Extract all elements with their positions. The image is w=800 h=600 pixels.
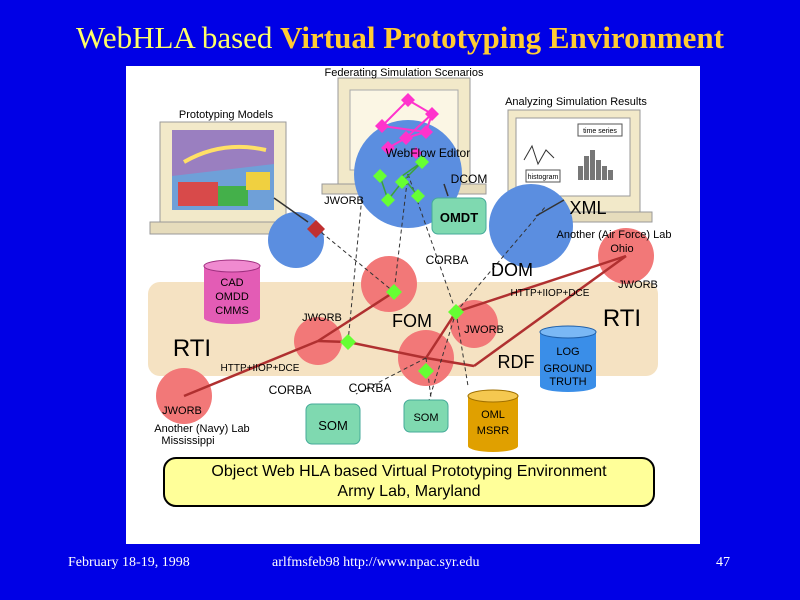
http-right-label: HTTP+IIOP+DCE bbox=[511, 288, 590, 299]
title-prefix: WebHLA based bbox=[76, 20, 273, 55]
link-markers bbox=[340, 284, 464, 379]
prototyping-monitor bbox=[149, 121, 307, 235]
navy-lab-label: Another (Navy) Lab bbox=[154, 423, 249, 435]
log-label-1: LOG bbox=[556, 346, 579, 358]
som-box-mid bbox=[403, 399, 449, 433]
footer-center: arlfmsfeb98 http://www.npac.syr.edu bbox=[272, 555, 480, 570]
corba-center-label: CORBA bbox=[349, 381, 392, 395]
federating-label: Federating Simulation Scenarios bbox=[325, 67, 484, 79]
cad-label-1: CAD bbox=[220, 277, 243, 289]
banner-line2: Army Lab, Maryland bbox=[337, 483, 480, 500]
fom-label: FOM bbox=[392, 311, 432, 331]
oml-database bbox=[467, 389, 519, 452]
webflow-graph bbox=[373, 155, 429, 207]
prototyping-label: Prototyping Models bbox=[179, 109, 274, 121]
chart-label-histogram: histogram bbox=[528, 174, 559, 181]
airforce-lab-label: Another (Air Force) Lab bbox=[557, 229, 672, 241]
arrows bbox=[273, 183, 565, 223]
ohio-label: Ohio bbox=[610, 243, 633, 255]
cad-label-3: CMMS bbox=[215, 305, 249, 317]
prototyping-marker bbox=[307, 220, 325, 238]
jworb-top-label: JWORB bbox=[324, 195, 364, 207]
rti-left-label: RTI bbox=[173, 335, 211, 362]
webflow-label: WebFlow Editor bbox=[386, 146, 470, 160]
slide-title: WebHLA based Virtual Prototyping Environ… bbox=[0, 18, 800, 58]
rti-right-label: RTI bbox=[603, 305, 641, 332]
som-left-label: SOM bbox=[318, 418, 348, 433]
jworb-left-label: JWORB bbox=[302, 312, 342, 324]
chart-label-time-series: time series bbox=[583, 128, 617, 135]
corba-left-label: CORBA bbox=[269, 383, 312, 397]
banner-line1: Object Web HLA based Virtual Prototyping… bbox=[211, 463, 607, 480]
jworb-center-label: JWORB bbox=[464, 324, 504, 336]
cad-database bbox=[203, 259, 261, 324]
som-mid-label: SOM bbox=[413, 412, 438, 424]
dom-node bbox=[489, 184, 573, 268]
jworb-navy-label: JWORB bbox=[162, 405, 202, 417]
link-lines bbox=[183, 254, 627, 398]
rti-band bbox=[148, 282, 658, 376]
cad-label-2: OMDD bbox=[215, 291, 249, 303]
log-label-3: TRUTH bbox=[549, 376, 586, 388]
page-number: 47 bbox=[716, 555, 730, 570]
log-database bbox=[539, 325, 597, 392]
dcom-label: DCOM bbox=[451, 172, 488, 186]
mississippi-label: Mississippi bbox=[161, 435, 214, 447]
jworb-ohio-label: JWORB bbox=[618, 279, 658, 291]
corba-mid-label: CORBA bbox=[426, 253, 469, 267]
http-left-label: HTTP+IIOP+DCE bbox=[221, 363, 300, 374]
rdf-label: RDF bbox=[498, 352, 535, 372]
som-box-left bbox=[305, 403, 361, 445]
omdt-box bbox=[431, 197, 487, 235]
msrr-label: MSRR bbox=[477, 425, 509, 437]
analyzing-label: Analyzing Simulation Results bbox=[505, 96, 647, 108]
footer-date: February 18-19, 1998 bbox=[68, 555, 190, 570]
dom-label: DOM bbox=[491, 260, 533, 280]
federating-graph bbox=[375, 93, 439, 159]
xml-label: XML bbox=[569, 198, 606, 218]
log-label-2: GROUND bbox=[544, 363, 593, 375]
red-node-upper bbox=[361, 256, 417, 312]
oml-label: OML bbox=[481, 409, 505, 421]
banner-box bbox=[163, 457, 655, 507]
omdt-label: OMDT bbox=[440, 210, 478, 225]
diagram-svg: Federating Simulation Scenarios Prototyp… bbox=[148, 67, 672, 507]
title-accent: Virtual Prototyping Environment bbox=[280, 20, 724, 55]
diagram-panel: Federating Simulation Scenarios Prototyp… bbox=[126, 66, 700, 544]
